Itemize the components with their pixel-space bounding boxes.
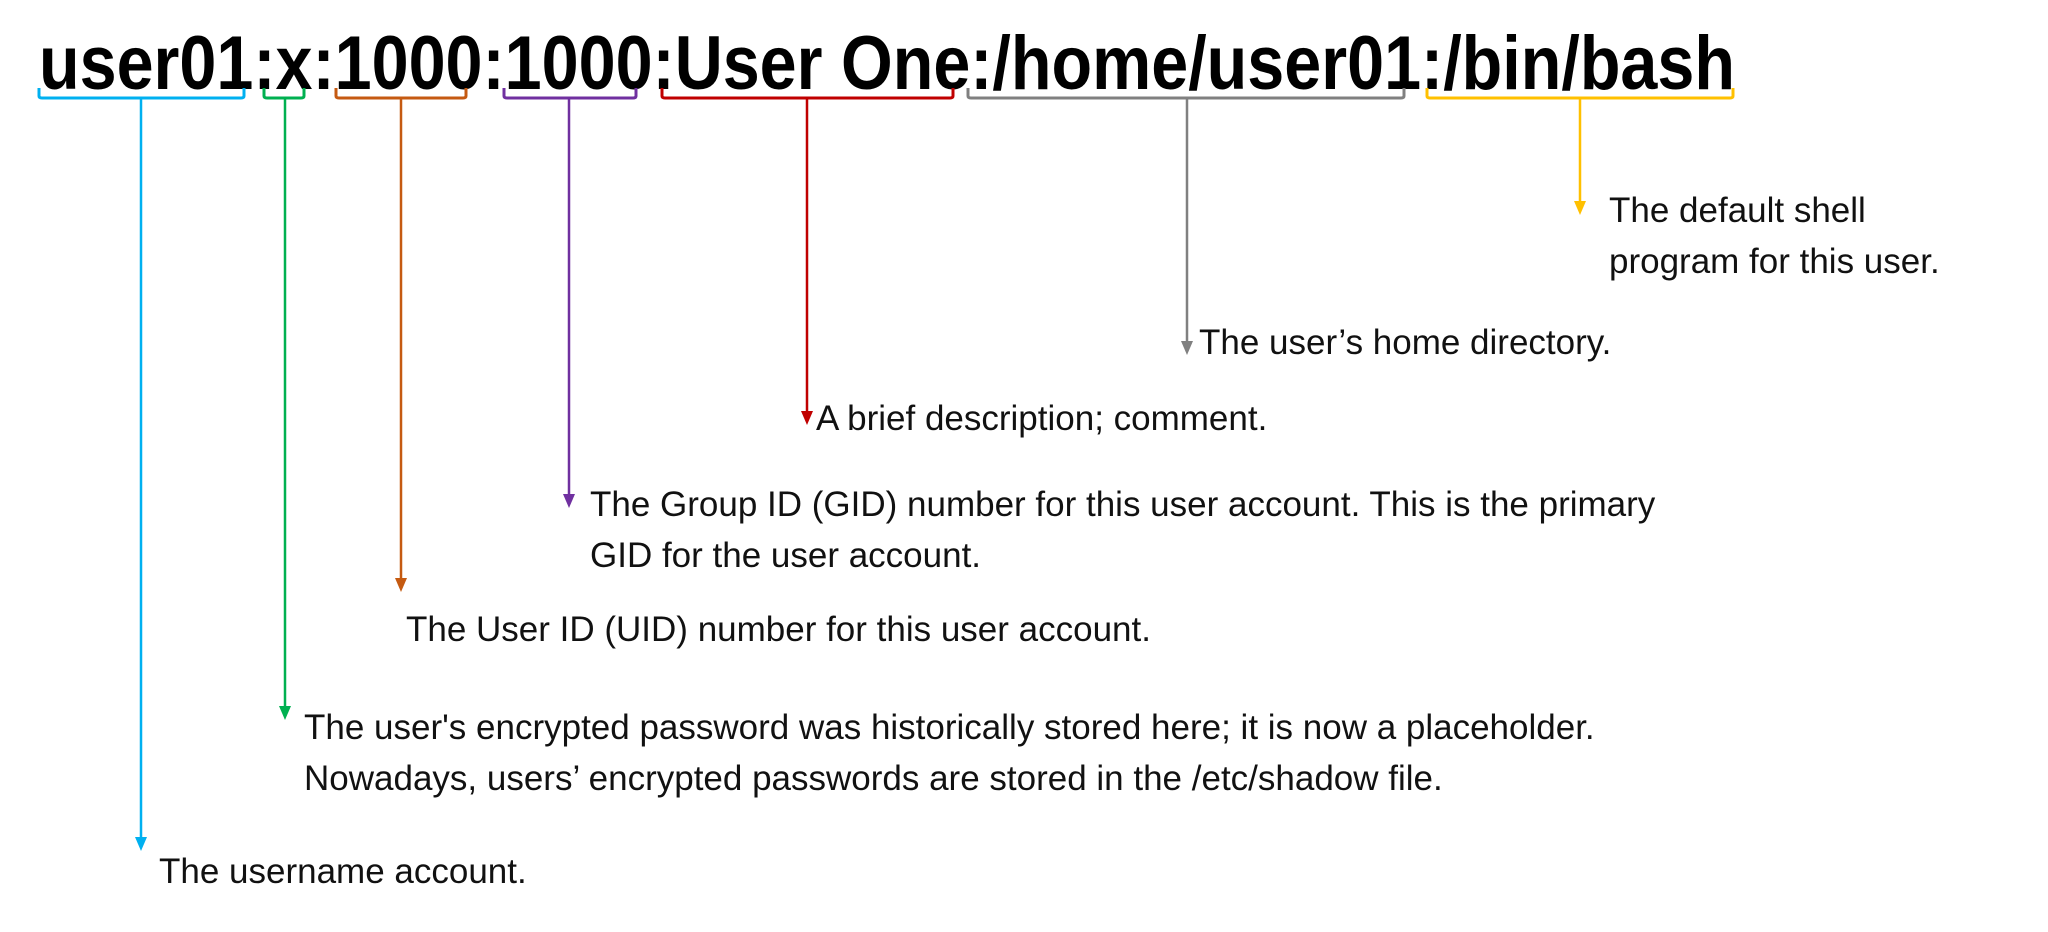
label-gid: The Group ID (GID) number for this user … — [590, 479, 1655, 581]
label-line: The Group ID (GID) number for this user … — [590, 485, 1656, 524]
bracket-comment — [660, 88, 955, 425]
bracket-uid — [334, 88, 468, 592]
label-line: The default shell — [1609, 191, 1866, 230]
bracket-gid — [502, 88, 638, 508]
arrowhead-icon — [279, 706, 291, 720]
label-home: The user’s home directory. — [1199, 317, 1611, 368]
bracket-password — [262, 88, 306, 720]
label-line: The username account. — [159, 852, 527, 891]
bracket-username — [37, 88, 246, 851]
arrowhead-icon — [135, 837, 147, 851]
label-shell: The default shell program for this user. — [1609, 185, 1940, 287]
arrowhead-icon — [563, 494, 575, 508]
arrowhead-icon — [1181, 341, 1193, 355]
label-uid: The User ID (UID) number for this user a… — [406, 604, 1151, 655]
arrowhead-icon — [801, 411, 813, 425]
label-comment: A brief description; comment. — [816, 393, 1267, 444]
label-line: The User ID (UID) number for this user a… — [406, 610, 1151, 649]
arrowhead-icon — [1574, 201, 1586, 215]
label-username: The username account. — [159, 846, 527, 897]
passwd-line: user01:x:1000:1000:User One:/home/user01… — [39, 21, 1735, 106]
label-line: program for this user. — [1609, 242, 1940, 281]
label-line: The user’s home directory. — [1199, 323, 1612, 362]
label-line: Nowadays, users’ encrypted passwords are… — [304, 759, 1443, 798]
label-line: A brief description; comment. — [816, 399, 1268, 438]
arrowhead-icon — [395, 578, 407, 592]
label-password: The user's encrypted password was histor… — [304, 702, 1595, 804]
bracket-home — [966, 88, 1406, 355]
bracket-shell — [1425, 88, 1735, 215]
label-line: The user's encrypted password was histor… — [304, 708, 1595, 747]
label-line: GID for the user account. — [590, 536, 982, 575]
